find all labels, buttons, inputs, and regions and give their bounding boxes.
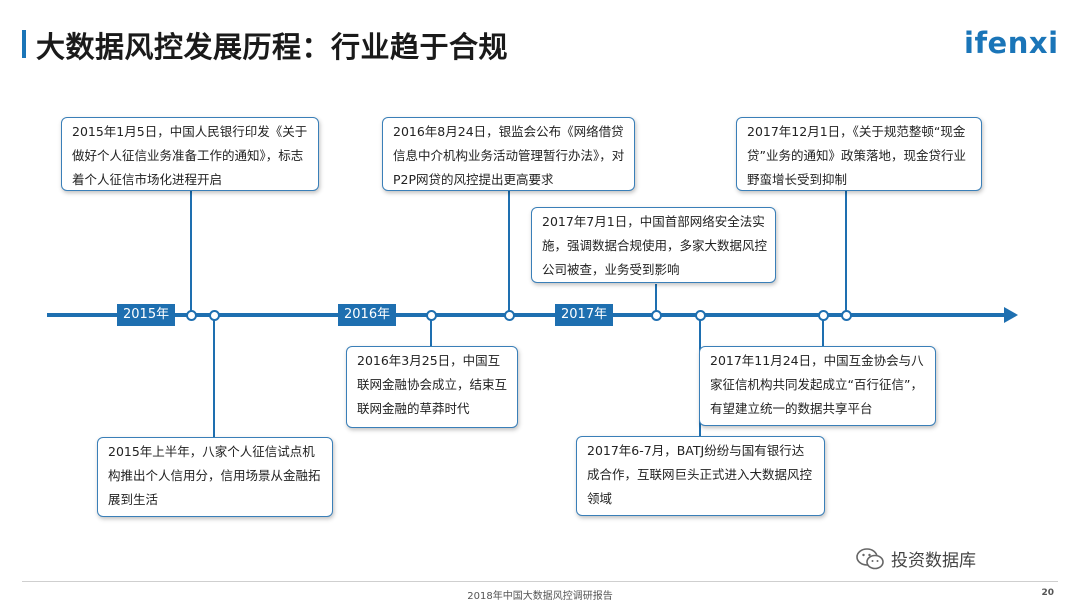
event-box-e8: 2017年12月1日，《关于规范整顿“现金贷”业务的通知》政策落地，现金贷行业野… [736,117,982,191]
title-accent-bar [22,30,26,58]
connector-e4 [508,190,510,312]
timeline-node-e8 [841,310,852,321]
brand-logo: ifenxi [964,26,1059,60]
event-box-e3: 2016年3月25日，中国互联网金融协会成立，结束互联网金融的草莽时代 [346,346,518,428]
connector-e5 [655,284,657,312]
event-box-e2: 2015年上半年，八家个人征信试点机构推出个人信用分，信用场景从金融拓展到生活 [97,437,333,517]
connector-e3 [430,318,432,346]
timeline-node-e5 [651,310,662,321]
wechat-account-name: 投资数据库 [891,551,976,571]
page-number: 20 [1041,588,1054,598]
timeline-node-e4 [504,310,515,321]
page-title: 大数据风控发展历程：行业趋于合规 [36,30,509,64]
event-box-e5: 2017年7月1日，中国首部网络安全法实施，强调数据合规使用，多家大数据风控公司… [531,207,776,283]
timeline-arrowhead [1004,307,1018,323]
footer-divider [22,581,1058,582]
connector-e1 [190,190,192,312]
timeline-axis [47,313,1009,317]
year-label-2016: 2016年 [338,304,397,326]
event-box-e7: 2017年11月24日，中国互金协会与八家征信机构共同发起成立“百行征信”，有望… [699,346,936,426]
connector-e2 [213,318,215,438]
timeline-node-e2 [209,310,220,321]
wechat-icon [856,547,884,569]
timeline-node-e7 [818,310,829,321]
wechat-watermark: 投资数据库 [855,546,976,571]
timeline-node-e1 [186,310,197,321]
timeline-node-e6 [695,310,706,321]
event-box-e6: 2017年6-7月，BATJ纷纷与国有银行达成合作，互联网巨头正式进入大数据风控… [576,436,825,516]
event-box-e1: 2015年1月5日，中国人民银行印发《关于做好个人征信业务准备工作的通知》，标志… [61,117,319,191]
year-label-2017: 2017年 [555,304,614,326]
timeline-node-e3 [426,310,437,321]
year-label-2015: 2015年 [117,304,176,326]
connector-e7 [822,318,824,346]
footer-report-title: 2018年中国大数据风控调研报告 [467,591,613,602]
connector-e8 [845,190,847,312]
event-box-e4: 2016年8月24日，银监会公布《网络借贷信息中介机构业务活动管理暂行办法》，对… [382,117,635,191]
